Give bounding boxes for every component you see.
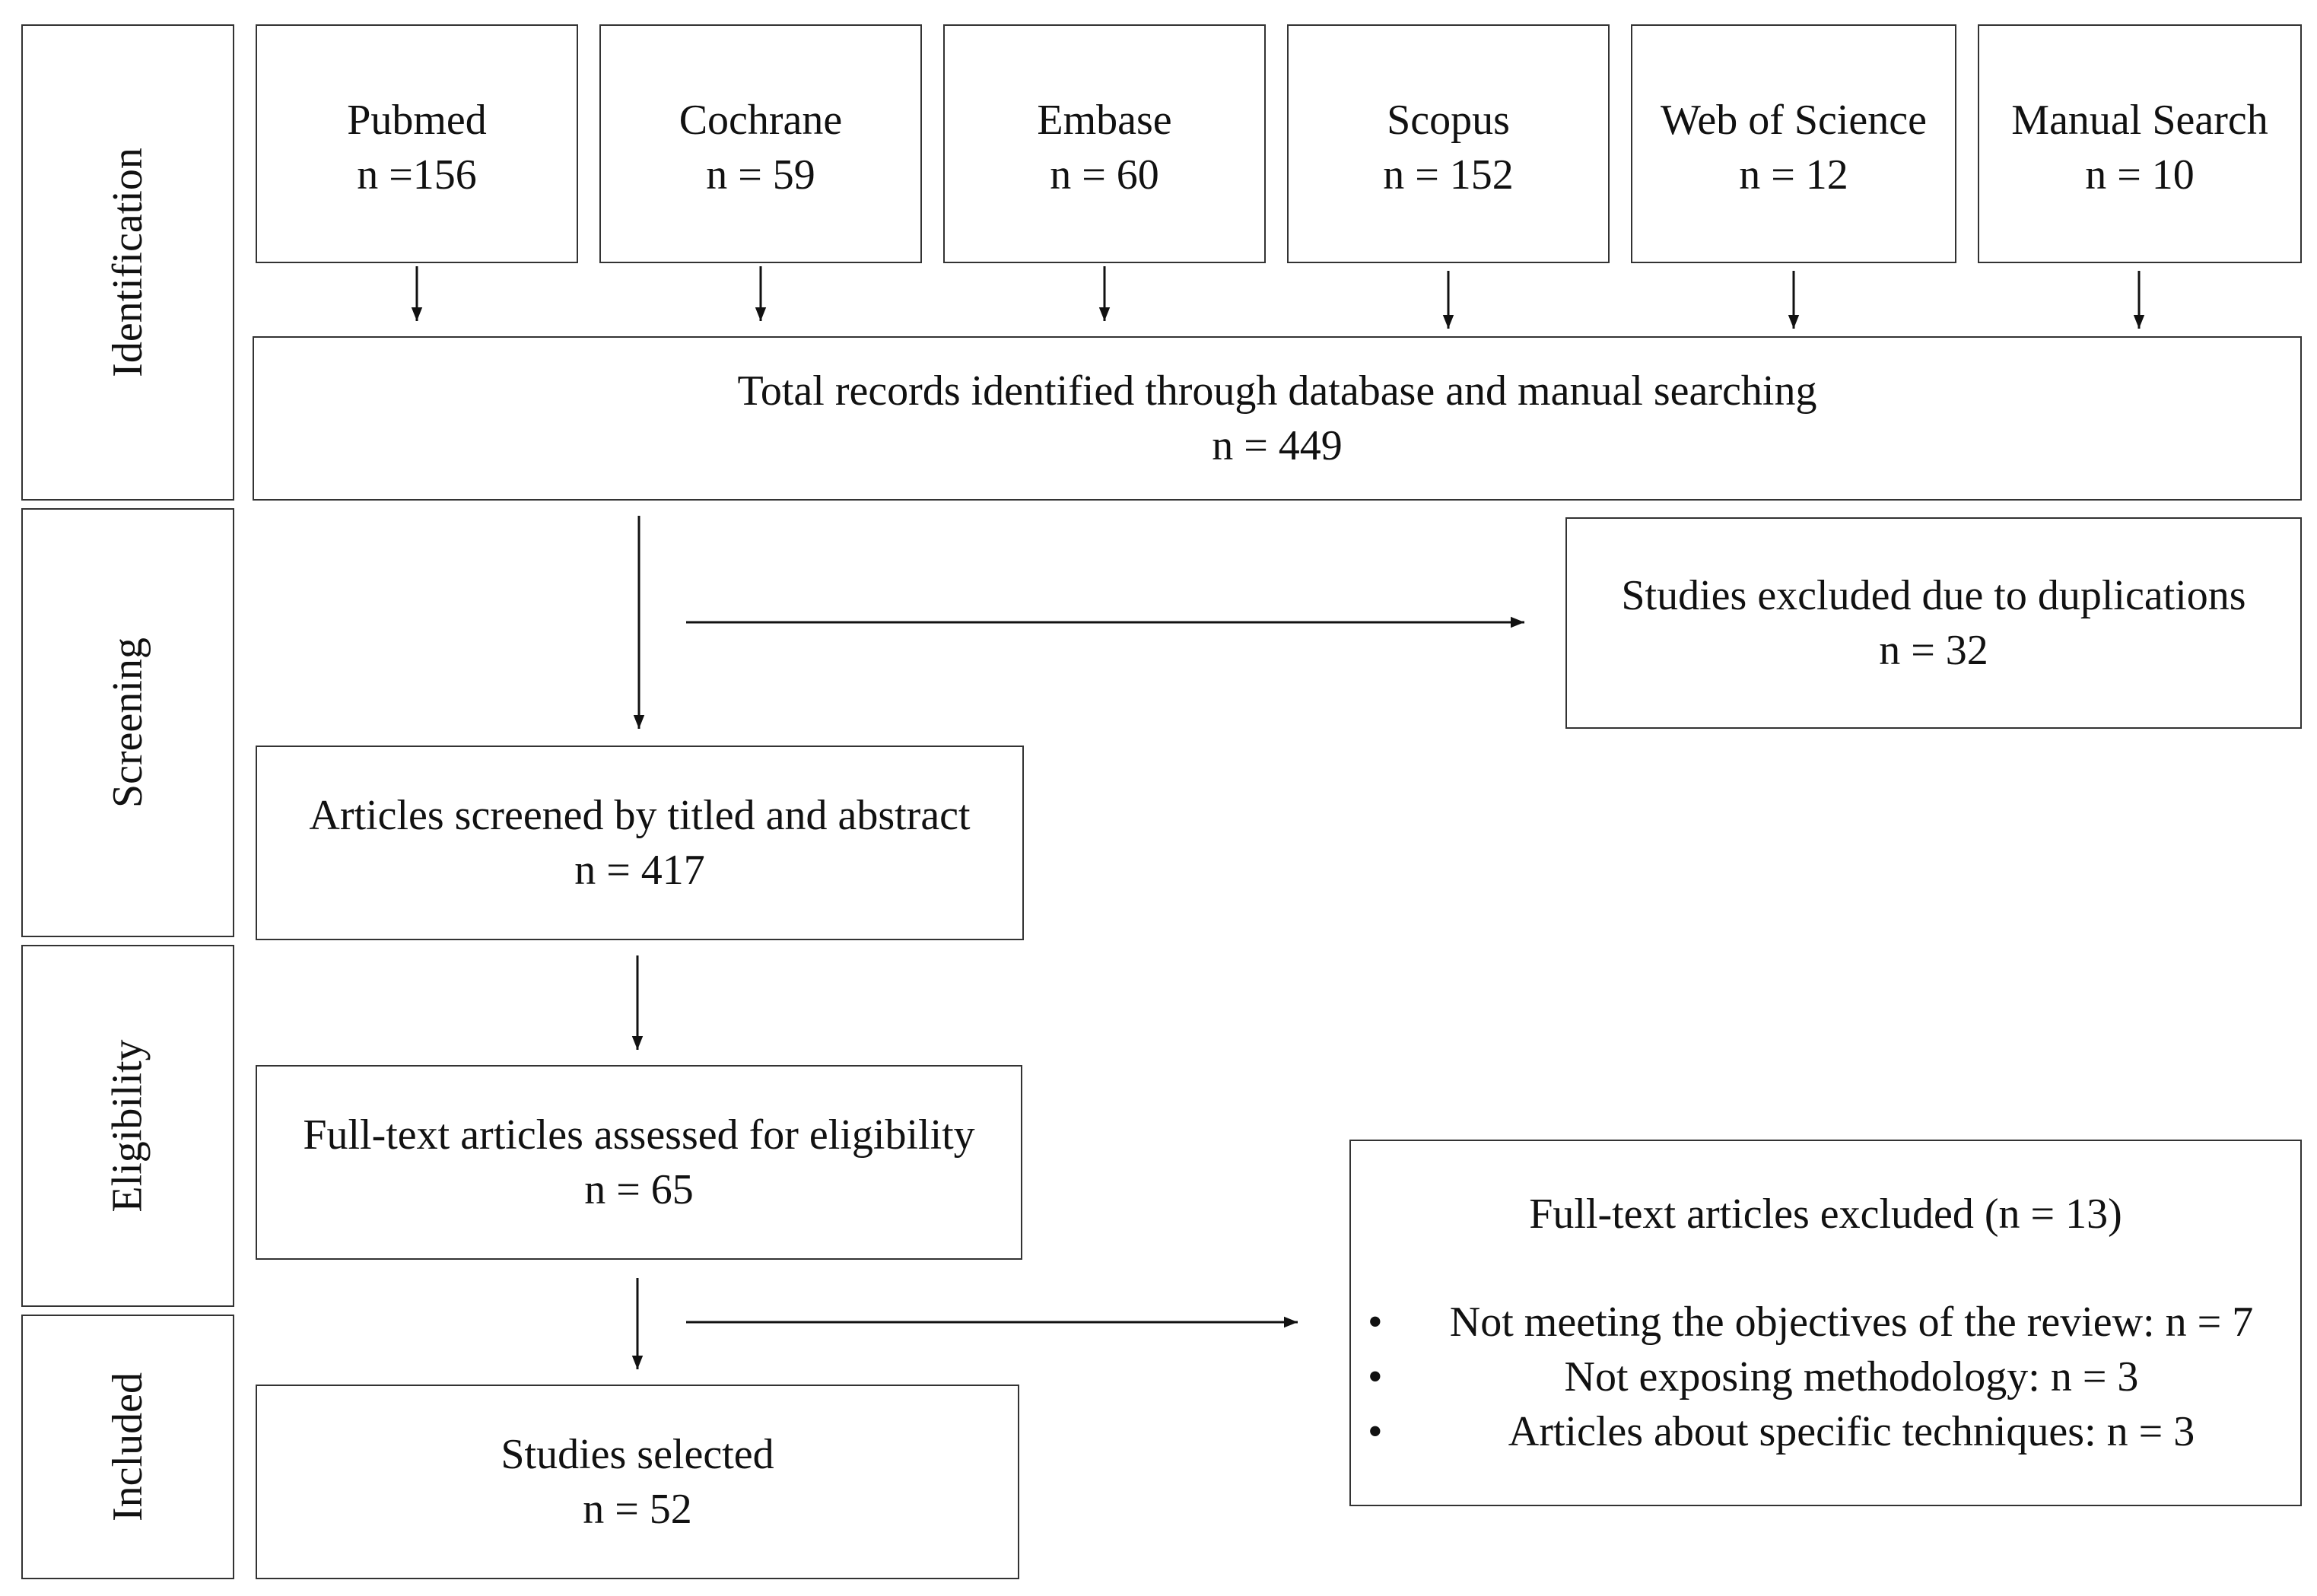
exclusion-reasons-list: • Not meeting the objectives of the revi… (1349, 1295, 2302, 1459)
source-name: Web of Science (1661, 97, 1927, 144)
source-content-web-of-science: Web of Science n = 12 (1631, 87, 1956, 208)
stage-screening-label: Screening (103, 637, 151, 808)
source-box-pubmed (256, 24, 578, 263)
source-content-scopus: Scopus n = 152 (1287, 87, 1610, 208)
source-box-manual-search (1978, 24, 2302, 263)
studies-selected-content: Studies selected n = 52 (256, 1421, 1019, 1543)
fulltext-assessed-box (256, 1065, 1022, 1260)
source-content-pubmed: Pubmed n =156 (256, 87, 578, 208)
screened-articles-label: Articles screened by titled and abstract (309, 792, 971, 839)
source-count: n = 10 (2085, 151, 2195, 199)
bullet-point: • (1368, 1299, 1383, 1346)
source-box-embase (943, 24, 1266, 263)
studies-selected-box (256, 1385, 1019, 1579)
exclusion-reason-text: Not meeting the objectives of the review… (1449, 1299, 2254, 1346)
fulltext-excluded-title: Full-text articles excluded (n = 13) (1529, 1191, 2122, 1238)
fulltext-assessed-content: Full-text articles assessed for eligibil… (256, 1102, 1022, 1223)
total-records-label: Total records identified through databas… (737, 367, 1817, 415)
source-content-cochrane: Cochrane n = 59 (599, 87, 922, 208)
source-box-cochrane (599, 24, 922, 263)
source-box-scopus (1287, 24, 1610, 263)
fulltext-excluded-content: Full-text articles excluded (n = 13) • N… (1349, 1140, 2302, 1506)
duplicates-excluded-content: Studies excluded due to duplications n =… (1565, 562, 2302, 684)
exclusion-reason-text: Not exposing methodology: n = 3 (1564, 1353, 2139, 1400)
exclusion-reason: • Articles about specific techniques: n … (1349, 1404, 2302, 1459)
source-count: n = 152 (1383, 151, 1514, 199)
duplicates-excluded-label: Studies excluded due to duplications (1621, 572, 2246, 619)
source-name: Scopus (1387, 97, 1510, 144)
screened-articles-count: n = 417 (574, 847, 705, 894)
fulltext-assessed-label: Full-text articles assessed for eligibil… (303, 1111, 975, 1159)
stage-identification: Identification (21, 24, 234, 501)
total-records-count: n = 449 (1212, 422, 1343, 469)
stage-eligibility: Eligibility (21, 945, 234, 1307)
source-name: Pubmed (347, 97, 487, 144)
source-count: n = 12 (1739, 151, 1848, 199)
stage-screening: Screening (21, 508, 234, 937)
source-box-web-of-science (1631, 24, 1956, 263)
source-count: n =156 (357, 151, 477, 199)
exclusion-reason-text: Articles about specific techniques: n = … (1508, 1408, 2195, 1455)
stage-included-label: Included (103, 1372, 151, 1521)
exclusion-reason: • Not exposing methodology: n = 3 (1349, 1350, 2302, 1404)
studies-selected-label: Studies selected (501, 1431, 774, 1478)
screened-articles-box (256, 746, 1024, 940)
bullet-point: • (1368, 1353, 1383, 1400)
duplicates-excluded-box (1565, 517, 2302, 729)
fulltext-excluded-box (1349, 1140, 2302, 1506)
total-records-content: Total records identified through databas… (253, 358, 2302, 479)
source-count: n = 59 (706, 151, 815, 199)
source-name: Embase (1037, 97, 1172, 144)
duplicates-excluded-count: n = 32 (1879, 627, 1988, 674)
fulltext-assessed-count: n = 65 (584, 1166, 694, 1213)
stage-identification-label: Identification (104, 148, 151, 377)
studies-selected-count: n = 52 (583, 1486, 692, 1533)
stage-eligibility-label: Eligibility (104, 1039, 151, 1213)
exclusion-reason: • Not meeting the objectives of the revi… (1349, 1295, 2302, 1350)
stage-included: Included (21, 1315, 234, 1579)
source-name: Cochrane (679, 97, 843, 144)
source-content-embase: Embase n = 60 (943, 87, 1266, 208)
total-records-box (253, 336, 2302, 501)
screened-articles-content: Articles screened by titled and abstract… (256, 782, 1024, 904)
source-content-manual-search: Manual Search n = 10 (1978, 87, 2302, 208)
source-count: n = 60 (1050, 151, 1159, 199)
source-name: Manual Search (2011, 97, 2268, 144)
bullet-point: • (1368, 1408, 1383, 1455)
